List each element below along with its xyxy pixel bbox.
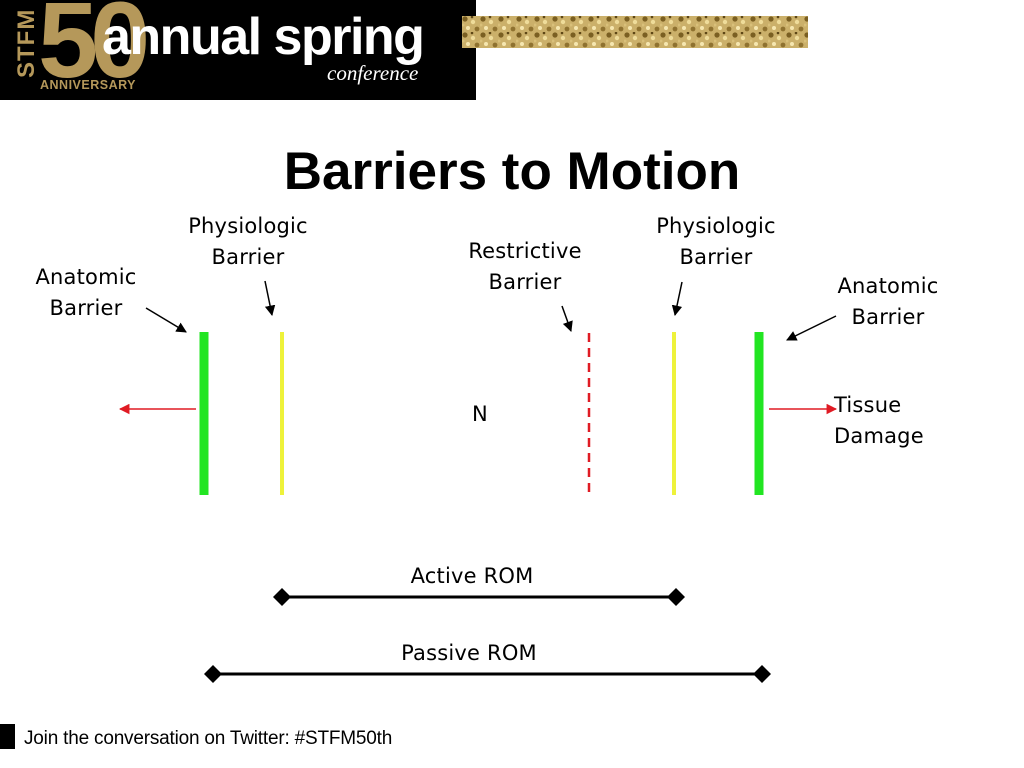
anatomic-barrier-right-label: Anatomic Barrier: [820, 271, 956, 333]
label-line: Anatomic: [837, 274, 939, 298]
slide-title: Barriers to Motion: [283, 142, 741, 201]
label-line: Physiologic: [656, 214, 776, 238]
logo-anniversary-text: ANNIVERSARY: [40, 78, 137, 92]
conference-subtitle: conference: [327, 61, 419, 85]
tissue-damage-label: Tissue Damage: [834, 393, 924, 448]
active-rom-label: Active ROM: [410, 564, 534, 588]
passive-rom-label: Passive ROM: [401, 641, 537, 665]
logo-50-number: 50: [38, 0, 150, 100]
label-line: Physiologic: [188, 214, 308, 238]
header-banner: [0, 0, 476, 100]
physiologic-barrier-right-label: Physiologic Barrier: [646, 211, 786, 273]
footer-square: [0, 724, 15, 749]
anatomic-right-pointer-arrow: [786, 315, 837, 341]
physiologic-left-pointer-arrow: [264, 280, 276, 317]
label-line: Barrier: [488, 270, 562, 294]
footer-twitter-text: Join the conversation on Twitter: #STFM5…: [24, 728, 393, 749]
physiologic-right-pointer-arrow: [671, 281, 683, 317]
neutral-label: N: [472, 402, 488, 426]
restrictive-pointer-arrow: [561, 305, 573, 332]
gold-glitter-strip: [462, 16, 808, 48]
label-line: Barrier: [211, 245, 285, 269]
label-line: Anatomic: [35, 265, 137, 289]
anatomic-left-pointer-arrow: [145, 307, 187, 333]
anatomic-barrier-left-label: Anatomic Barrier: [18, 262, 154, 324]
label-line: Barrier: [679, 245, 753, 269]
conference-title: annual spring: [102, 8, 425, 66]
label-line: Barrier: [49, 296, 123, 320]
restrictive-barrier-label: Restrictive Barrier: [455, 236, 595, 298]
label-line: Barrier: [851, 305, 925, 329]
physiologic-barrier-left-label: Physiologic Barrier: [178, 211, 318, 273]
label-line: Restrictive: [468, 239, 582, 263]
